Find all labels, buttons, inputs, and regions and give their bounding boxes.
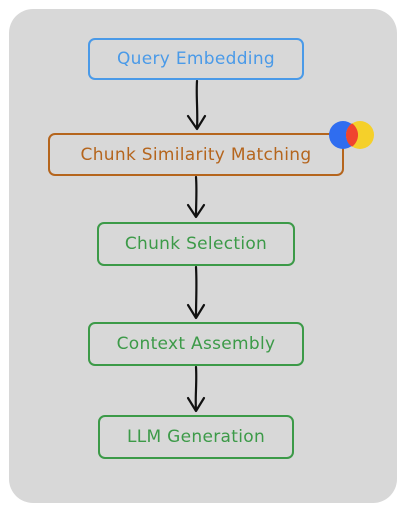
node-label: Query Embedding [117,49,275,69]
diagram-canvas [9,9,397,503]
node-context-assembly[interactable]: Context Assembly [88,322,304,366]
node-chunk-similarity-matching[interactable]: Chunk Similarity Matching [48,133,344,176]
node-label: LLM Generation [126,427,266,447]
node-label: Context Assembly [116,334,276,354]
node-query-embedding[interactable]: Query Embedding [88,38,304,80]
collaborator-avatars-icon[interactable] [328,118,376,152]
node-label: Chunk Selection [124,234,268,254]
node-chunk-selection[interactable]: Chunk Selection [97,222,295,266]
node-label: Chunk Similarity Matching [80,144,312,165]
node-llm-generation[interactable]: LLM Generation [98,415,294,459]
